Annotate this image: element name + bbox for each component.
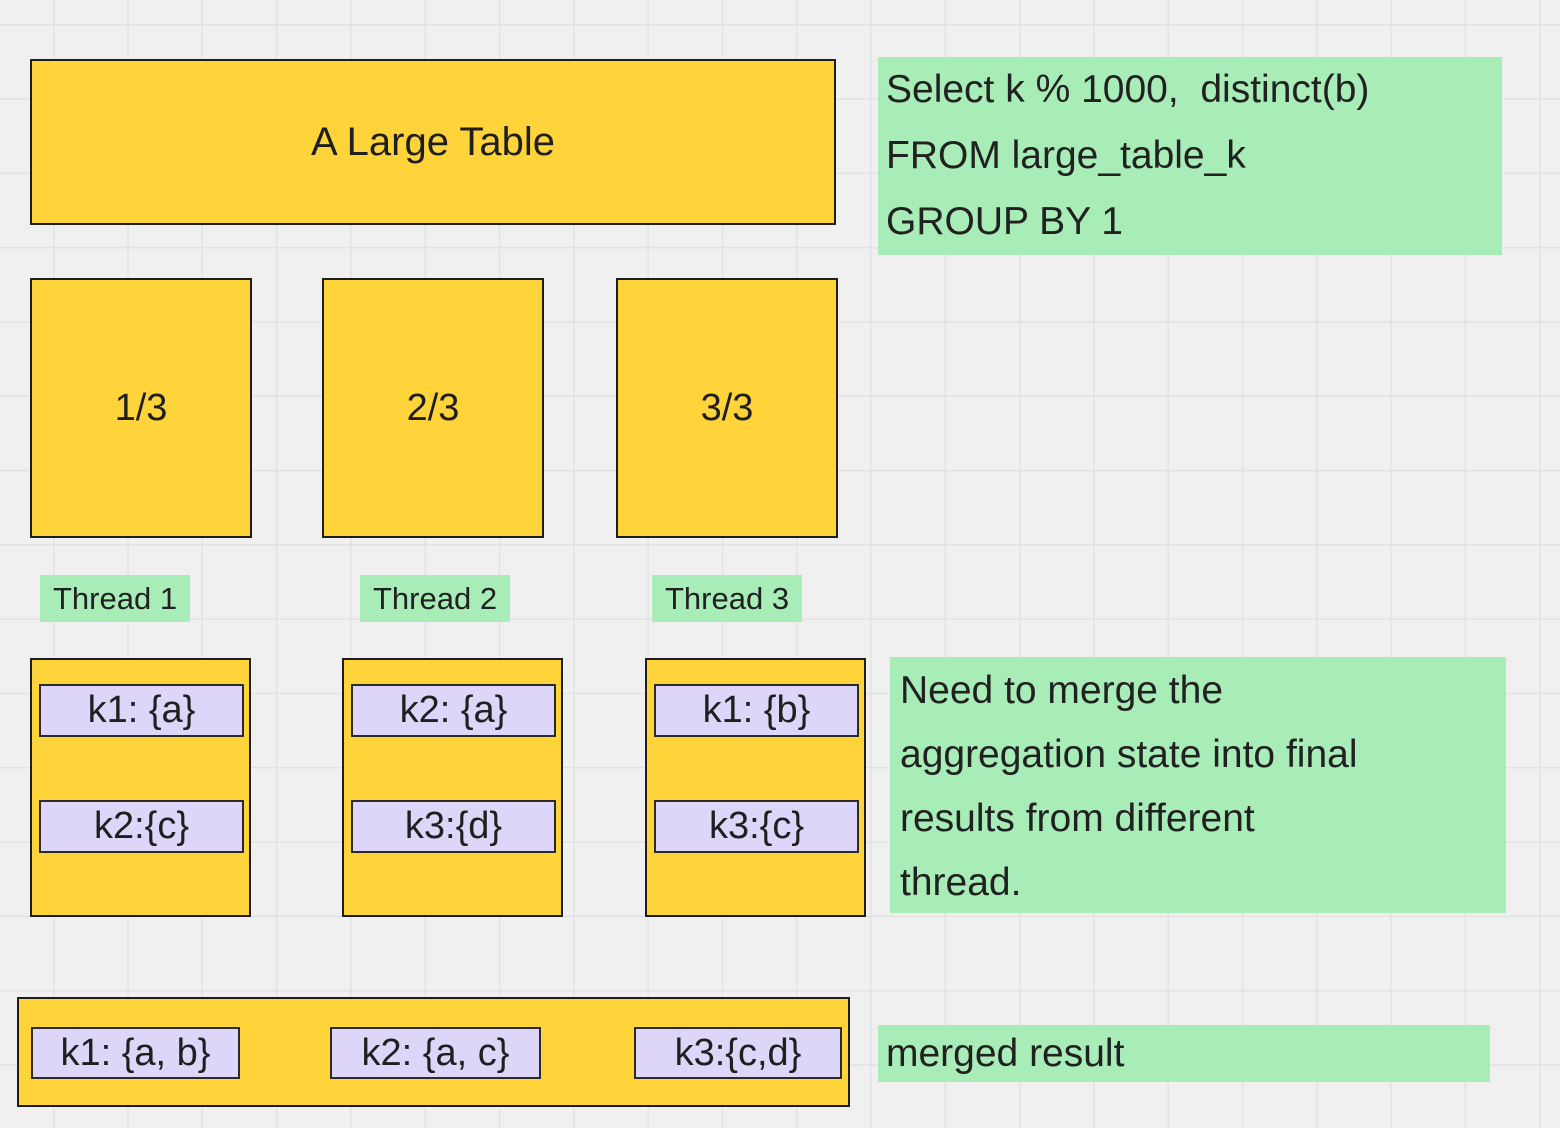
merged-state-entry-3: k3:{c,d} [634, 1027, 842, 1079]
state-value: k2:{c} [93, 805, 190, 847]
state-value: k2: {a, c} [361, 1031, 510, 1074]
thread-3-label: Thread 3 [652, 575, 803, 622]
thread-3-state-entry-2: k3:{c} [654, 800, 859, 853]
thread-1-state-box: k1: {a} k2:{c} [30, 658, 251, 917]
state-value: k1: {b} [702, 689, 811, 731]
thread-2-state-entry-1: k2: {a} [351, 684, 556, 737]
merged-result-box: k1: {a, b} k2: {a, c} k3:{c,d} [17, 997, 850, 1107]
partition-box-3: 3/3 [616, 278, 838, 538]
partition-label-1: 1/3 [114, 386, 168, 429]
large-table-box: A Large Table [30, 59, 836, 225]
thread-2-state-box: k2: {a} k3:{d} [342, 658, 563, 917]
state-value: k3:{d} [404, 805, 503, 847]
state-value: k2: {a} [399, 689, 508, 731]
partition-box-2: 2/3 [322, 278, 544, 538]
state-value: k1: {a, b} [60, 1031, 211, 1074]
query-note: Select k % 1000, distinct(b) FROM large_… [878, 57, 1502, 255]
large-table-label: A Large Table [311, 119, 555, 164]
partition-label-3: 3/3 [700, 386, 754, 429]
merged-state-entry-1: k1: {a, b} [31, 1027, 240, 1079]
thread-1-label: Thread 1 [40, 575, 191, 622]
partition-label-2: 2/3 [406, 386, 460, 429]
partition-box-1: 1/3 [30, 278, 252, 538]
state-value: k1: {a} [87, 689, 196, 731]
state-value: k3:{c} [708, 805, 805, 847]
thread-1-state-entry-2: k2:{c} [39, 800, 244, 853]
state-value: k3:{c,d} [674, 1031, 802, 1074]
merged-state-entry-2: k2: {a, c} [330, 1027, 541, 1079]
thread-1-state-entry-1: k1: {a} [39, 684, 244, 737]
thread-2-label: Thread 2 [360, 575, 511, 622]
merged-result-label: merged result [878, 1025, 1490, 1082]
thread-2-state-entry-2: k3:{d} [351, 800, 556, 853]
merge-note: Need to merge the aggregation state into… [890, 657, 1506, 913]
thread-3-state-box: k1: {b} k3:{c} [645, 658, 866, 917]
thread-3-state-entry-1: k1: {b} [654, 684, 859, 737]
